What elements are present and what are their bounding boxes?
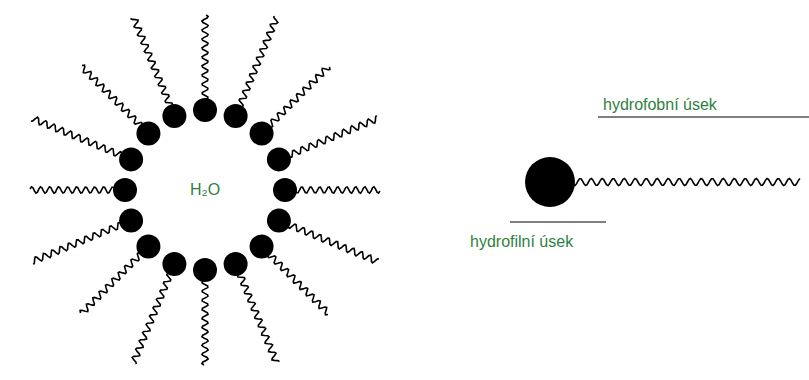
water-label: H₂O <box>190 180 220 199</box>
hydrophilic-head <box>267 209 291 233</box>
hydrophilic-head <box>136 235 160 259</box>
hydrophilic-head <box>119 209 143 233</box>
hydrophobic-tail <box>269 67 330 127</box>
hydrophilic-head <box>224 252 248 276</box>
part-label: hydrofobní úsek <box>603 95 717 114</box>
hydrophobic-tail <box>31 117 122 156</box>
hydrophilic-head <box>525 157 575 207</box>
hydrophobic-tail <box>288 116 377 158</box>
hydrophilic-head <box>119 147 143 171</box>
hydrophobic-tail <box>131 18 173 107</box>
hydrophobic-tail <box>295 187 380 193</box>
hydrophobic-tail <box>30 187 115 193</box>
hydrophilic-head <box>162 252 186 276</box>
hydrophobic-tail <box>288 224 379 263</box>
hydrophobic-tail <box>202 15 208 100</box>
hydrophobic-tail <box>132 273 171 364</box>
hydrophilic-head <box>250 121 274 145</box>
hydrophilic-head <box>250 235 274 259</box>
hydrophobic-tail <box>202 280 208 365</box>
hydrophobic-tail <box>82 65 142 126</box>
hydrophilic-head <box>193 98 217 122</box>
hydrophobic-tail <box>80 253 141 313</box>
part-label: hydrofilní úsek <box>470 232 573 251</box>
bracket-line <box>598 117 809 118</box>
hydrophobic-tail <box>268 254 328 315</box>
hydrophilic-head <box>193 258 217 282</box>
hydrophilic-head <box>113 178 137 202</box>
hydrophobic-tail <box>33 223 122 265</box>
hydrophilic-head <box>162 104 186 128</box>
bracket-line <box>510 222 606 223</box>
hydrophilic-head <box>136 121 160 145</box>
hydrophilic-head <box>224 104 248 128</box>
hydrophobic-tail <box>239 16 278 107</box>
hydrophobic-tail <box>238 273 280 362</box>
hydrophilic-head <box>273 178 297 202</box>
hydrophilic-head <box>267 147 291 171</box>
hydrophobic-tail <box>572 179 800 186</box>
